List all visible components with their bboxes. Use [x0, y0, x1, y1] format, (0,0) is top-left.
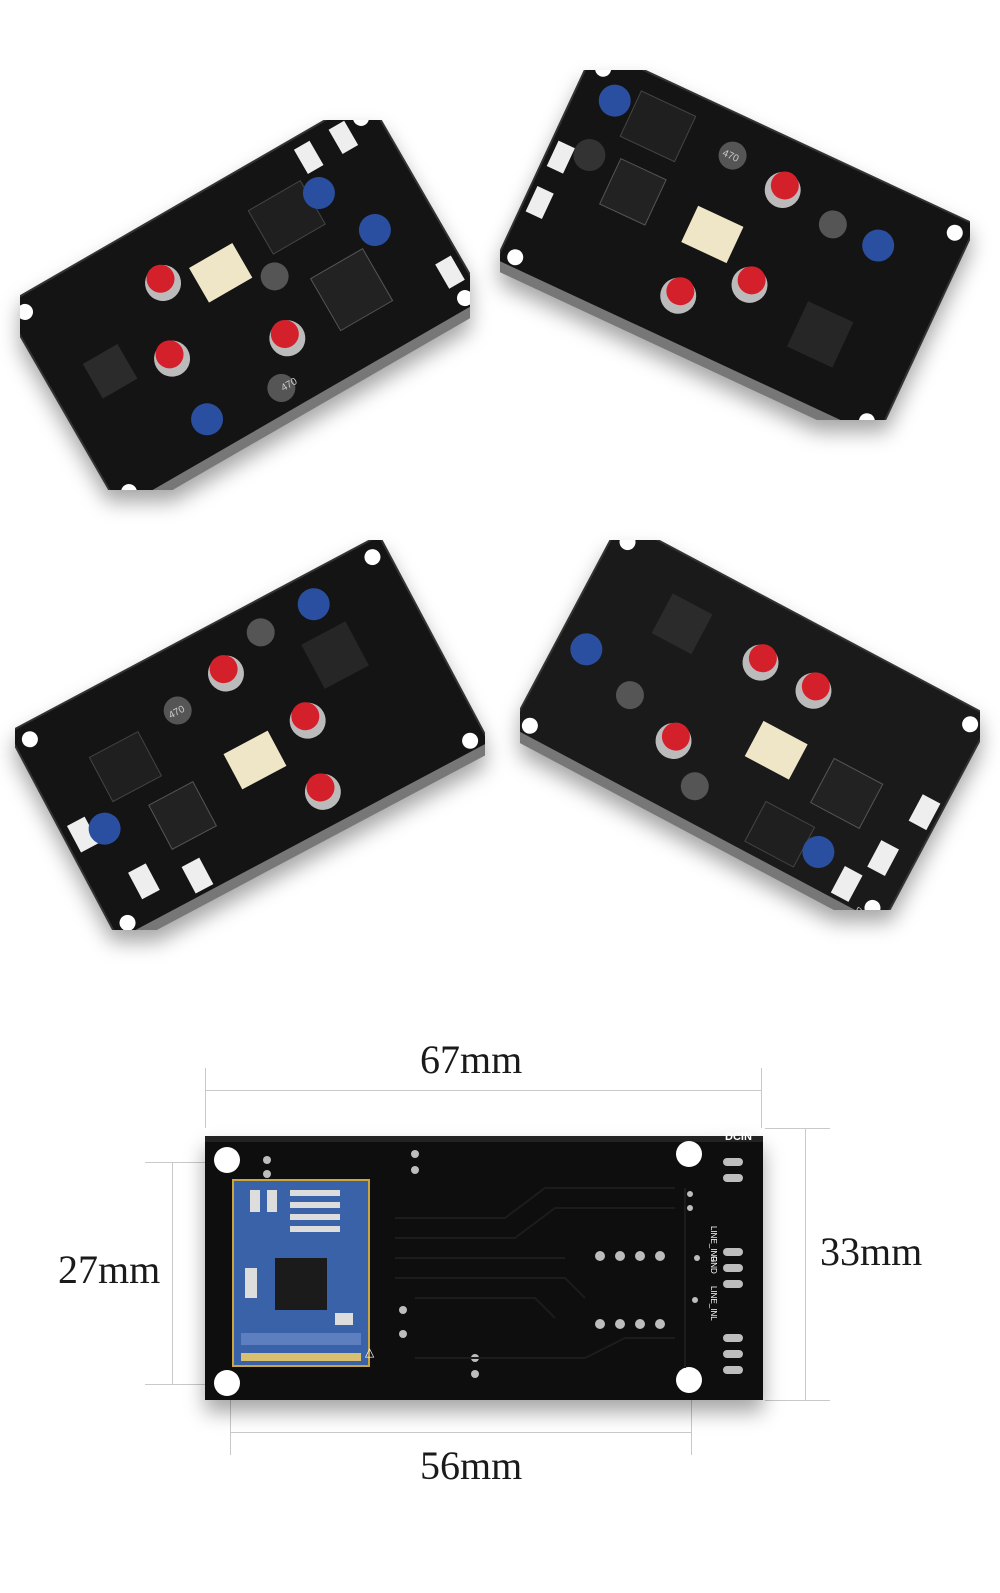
- pcb-photo-middle-left: 470: [15, 540, 485, 930]
- top-width-label: 67mm: [420, 1037, 523, 1082]
- bottom-width-label: 56mm: [420, 1443, 523, 1488]
- bottom-dimension-tick-right: [691, 1400, 692, 1455]
- dcin-label: DCIN: [725, 1131, 752, 1143]
- top-dimension-tick-right: [761, 1068, 762, 1128]
- line-inr-label: LINE_INR: [709, 1226, 718, 1262]
- pcb-traces: [395, 1187, 686, 1368]
- top-dimension-tick-left: [205, 1068, 206, 1128]
- pcb-photo-middle-right: DCIN: [520, 540, 980, 910]
- right-dimension-line: [805, 1128, 806, 1400]
- right-height-label: 33mm: [820, 1229, 923, 1274]
- solder-pads: [263, 1150, 743, 1378]
- mounting-hole: [676, 1367, 702, 1393]
- triangle-marker-icon: △: [365, 1345, 375, 1359]
- bottom-dimension-line: [230, 1432, 692, 1433]
- pcb-photo-top-right: 470: [500, 70, 970, 420]
- gnd-label: GND: [709, 1256, 718, 1274]
- bluetooth-module: [232, 1179, 370, 1367]
- mounting-hole: [214, 1147, 240, 1173]
- right-dimension-tick-top: [765, 1128, 830, 1129]
- mounting-hole: [676, 1141, 702, 1167]
- left-dimension-tick-top: [145, 1162, 235, 1163]
- top-dimension-line: [205, 1090, 762, 1091]
- left-dimension-line: [172, 1162, 173, 1384]
- bottom-dimension-tick-left: [230, 1400, 231, 1455]
- pcb-photo-top-left: 470: [20, 120, 470, 490]
- right-dimension-tick-bottom: [765, 1400, 830, 1401]
- pcb-back-view: DCIN LINE_INR GND LINE_INL △: [205, 1131, 763, 1400]
- left-height-label: 27mm: [58, 1247, 161, 1292]
- left-dimension-tick-bottom: [145, 1384, 235, 1385]
- mounting-hole: [214, 1370, 240, 1396]
- line-inl-label: LINE_INL: [709, 1286, 718, 1321]
